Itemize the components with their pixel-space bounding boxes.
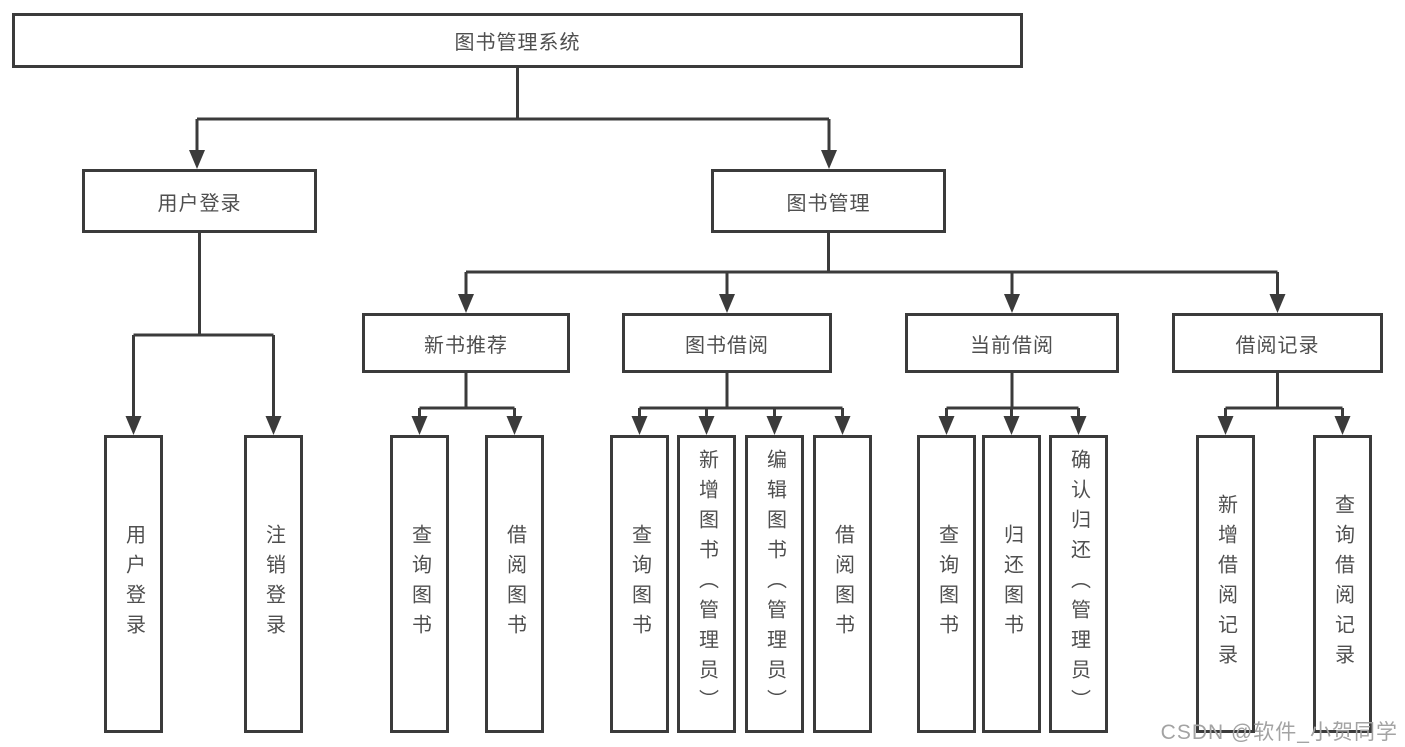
node-leaf-user-login: 用户登录	[104, 435, 163, 733]
node-leaf-edit-book-admin: 编辑图书（管理员）	[745, 435, 804, 733]
node-leaf-query-book-3: 查询图书	[917, 435, 976, 733]
node-label: 借阅图书	[831, 524, 854, 644]
node-label: 确认归还（管理员）	[1067, 449, 1090, 719]
node-label: 新增图书（管理员）	[695, 449, 718, 719]
node-label: 图书借阅	[685, 334, 769, 357]
connector-new-book-children	[411, 373, 523, 435]
node-label: 编辑图书（管理员）	[763, 449, 786, 719]
node-label: 归还图书	[1000, 524, 1023, 644]
node-label: 图书管理系统	[454, 32, 581, 54]
node-leaf-query-borrow-record: 查询借阅记录	[1313, 435, 1372, 733]
connector-current-borrow-children	[938, 373, 1087, 435]
node-label: 查询图书	[408, 524, 431, 644]
connector-borrow-record-children	[1217, 373, 1351, 435]
node-label: 借阅图书	[503, 524, 526, 644]
node-leaf-borrow-book-1: 借阅图书	[485, 435, 544, 733]
node-label: 新增借阅记录	[1214, 494, 1237, 674]
node-label: 用户登录	[122, 524, 145, 644]
node-leaf-query-book-1: 查询图书	[390, 435, 449, 733]
node-label: 查询借阅记录	[1331, 494, 1354, 674]
node-label: 当前借阅	[970, 334, 1054, 357]
node-user-login: 用户登录	[82, 169, 317, 233]
connector-book-borrow-children	[631, 373, 851, 435]
node-label: 查询图书	[935, 524, 958, 644]
connector-user-login-children	[125, 233, 282, 435]
connector-book-management-children	[458, 233, 1286, 313]
node-new-book-recommend: 新书推荐	[362, 313, 570, 373]
node-leaf-add-borrow-record: 新增借阅记录	[1196, 435, 1255, 733]
node-leaf-logout: 注销登录	[244, 435, 303, 733]
node-label: 注销登录	[262, 524, 285, 644]
node-library-management-system: 图书管理系统	[12, 13, 1023, 68]
node-leaf-confirm-return-admin: 确认归还（管理员）	[1049, 435, 1108, 733]
node-leaf-add-book-admin: 新增图书（管理员）	[677, 435, 736, 733]
node-borrow-record: 借阅记录	[1172, 313, 1383, 373]
csdn-watermark: CSDN @软件_小贺同学	[1160, 721, 1398, 744]
node-book-borrow: 图书借阅	[622, 313, 832, 373]
node-leaf-query-book-2: 查询图书	[610, 435, 669, 733]
node-label: 查询图书	[628, 524, 651, 644]
node-label: 借阅记录	[1235, 334, 1320, 357]
node-leaf-borrow-book-2: 借阅图书	[813, 435, 872, 733]
node-label: 新书推荐	[424, 334, 508, 357]
node-current-borrow: 当前借阅	[905, 313, 1119, 373]
node-leaf-return-book: 归还图书	[982, 435, 1041, 733]
connector-root-to-level2	[189, 68, 837, 169]
node-book-management: 图书管理	[711, 169, 946, 233]
node-label: 用户登录	[157, 192, 242, 215]
node-label: 图书管理	[786, 192, 871, 215]
